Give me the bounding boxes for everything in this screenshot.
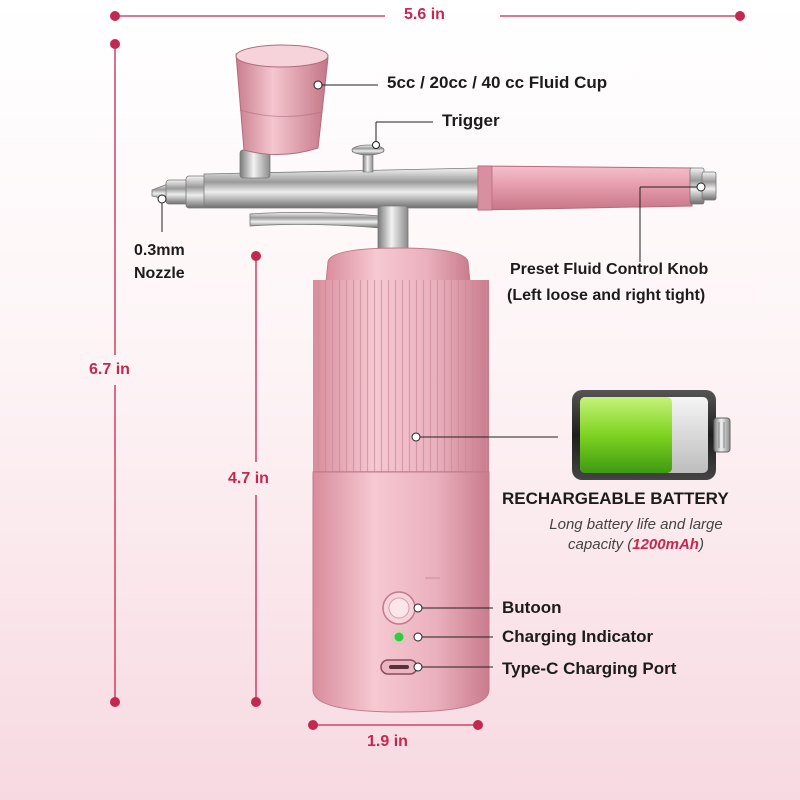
usb-c-port-icon (380, 659, 418, 675)
dimension-total-height-line (110, 39, 120, 707)
dimension-body-width-line (308, 720, 483, 730)
nozzle-size-label: 0.3mm (134, 242, 185, 259)
airbrush-gun (151, 44, 717, 263)
battery-description: Long battery life and large capacity (12… (516, 515, 756, 555)
charging-indicator-label: Charging Indicator (502, 627, 654, 646)
power-button-icon (382, 591, 416, 625)
battery-desc-suffix: ) (698, 536, 704, 553)
dimension-width-label: 5.6 in (404, 6, 445, 23)
fluid-cup-label: 5cc / 20cc / 40 cc Fluid Cup (387, 73, 608, 92)
button-label: Butoon (502, 598, 562, 617)
dimension-body-width-label: 1.9 in (367, 733, 408, 750)
callout-lines (161, 84, 641, 668)
trigger-label: Trigger (442, 111, 500, 130)
dimension-total-height-label: 6.7 in (89, 361, 130, 378)
battery-description-line2: capacity (1200mAh) (516, 535, 756, 555)
nozzle-label: Nozzle (134, 265, 185, 282)
battery-icon (572, 390, 731, 480)
dimension-width-line (110, 11, 745, 21)
battery-desc-prefix: capacity ( (568, 536, 633, 553)
compressor-body (312, 247, 490, 713)
dimension-body-height-label: 4.7 in (228, 470, 269, 487)
callout-dots (157, 80, 706, 672)
battery-capacity: 1200mAh (632, 536, 699, 553)
knob-label: Preset Fluid Control Knob (510, 261, 709, 278)
battery-title: RECHARGEABLE BATTERY (502, 489, 729, 508)
charging-port-label: Type-C Charging Port (502, 659, 677, 678)
led-indicator-icon (391, 629, 407, 645)
knob-direction-label: (Left loose and right tight) (507, 287, 706, 304)
battery-description-line1: Long battery life and large (549, 516, 723, 533)
dimension-body-height-line (251, 251, 261, 707)
